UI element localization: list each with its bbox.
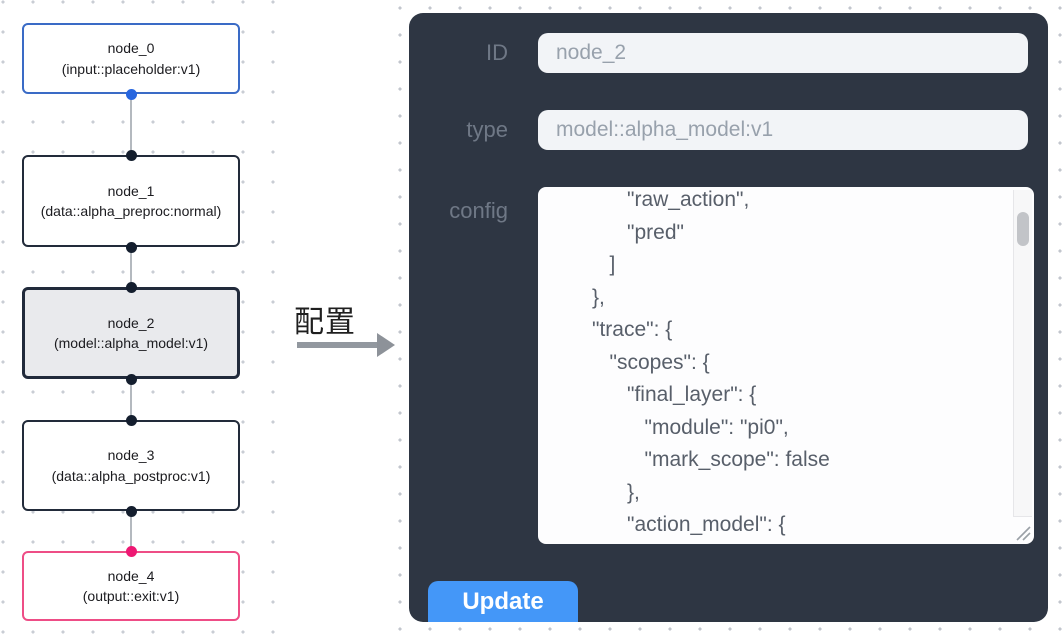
arrow-right-icon <box>297 342 379 348</box>
node-title: node_0 <box>107 40 155 57</box>
config-scrollbar-thumb[interactable] <box>1017 212 1029 246</box>
graph-node-3[interactable]: node_3 (data::alpha_postproc:v1) <box>22 420 240 511</box>
node-title: node_4 <box>107 567 155 584</box>
config-json-text: "raw_action", "pred" ] }, "trace": { "sc… <box>592 188 830 536</box>
node-subtitle: (input::placeholder:v1) <box>61 60 201 77</box>
id-input[interactable] <box>538 33 1028 73</box>
output-handle-node-1[interactable] <box>126 242 137 253</box>
type-input[interactable] <box>538 110 1028 150</box>
output-handle-node-2[interactable] <box>126 374 137 385</box>
node-title: node_1 <box>107 182 155 199</box>
graph-node-2-selected[interactable]: node_2 (model::alpha_model:v1) <box>22 287 240 379</box>
output-handle-node-3[interactable] <box>126 506 137 517</box>
type-field-label: type <box>466 117 508 142</box>
update-button[interactable]: Update <box>428 581 578 622</box>
id-field-label: ID <box>486 40 508 65</box>
node-subtitle: (output::exit:v1) <box>82 588 180 604</box>
resize-grip-icon[interactable] <box>1013 523 1031 541</box>
config-textarea[interactable]: "raw_action", "pred" ] }, "trace": { "sc… <box>538 187 1034 544</box>
node-subtitle: (data::alpha_postproc:v1) <box>51 467 211 484</box>
node-subtitle: (model::alpha_model:v1) <box>53 335 209 351</box>
config-field-label: config <box>449 198 508 223</box>
node-config-panel: ID type config "raw_action", "pred" ] },… <box>409 13 1048 622</box>
node-title: node_3 <box>107 447 155 464</box>
graph-node-4[interactable]: node_4 (output::exit:v1) <box>22 551 240 621</box>
graph-node-1[interactable]: node_1 (data::alpha_preproc:normal) <box>22 155 240 247</box>
input-handle-node-2[interactable] <box>126 282 137 293</box>
input-handle-node-4[interactable] <box>126 546 137 557</box>
arrow-right-icon-head <box>377 333 395 357</box>
input-handle-node-1[interactable] <box>126 150 137 161</box>
node-subtitle: (data::alpha_preproc:normal) <box>40 203 222 219</box>
input-handle-node-3[interactable] <box>126 415 137 426</box>
node-title: node_2 <box>107 314 155 331</box>
output-handle-node-0[interactable] <box>126 89 137 100</box>
annotation-config-label: 配置 <box>294 306 356 339</box>
config-scrollbar[interactable] <box>1013 190 1032 517</box>
graph-node-0[interactable]: node_0 (input::placeholder:v1) <box>22 23 240 94</box>
